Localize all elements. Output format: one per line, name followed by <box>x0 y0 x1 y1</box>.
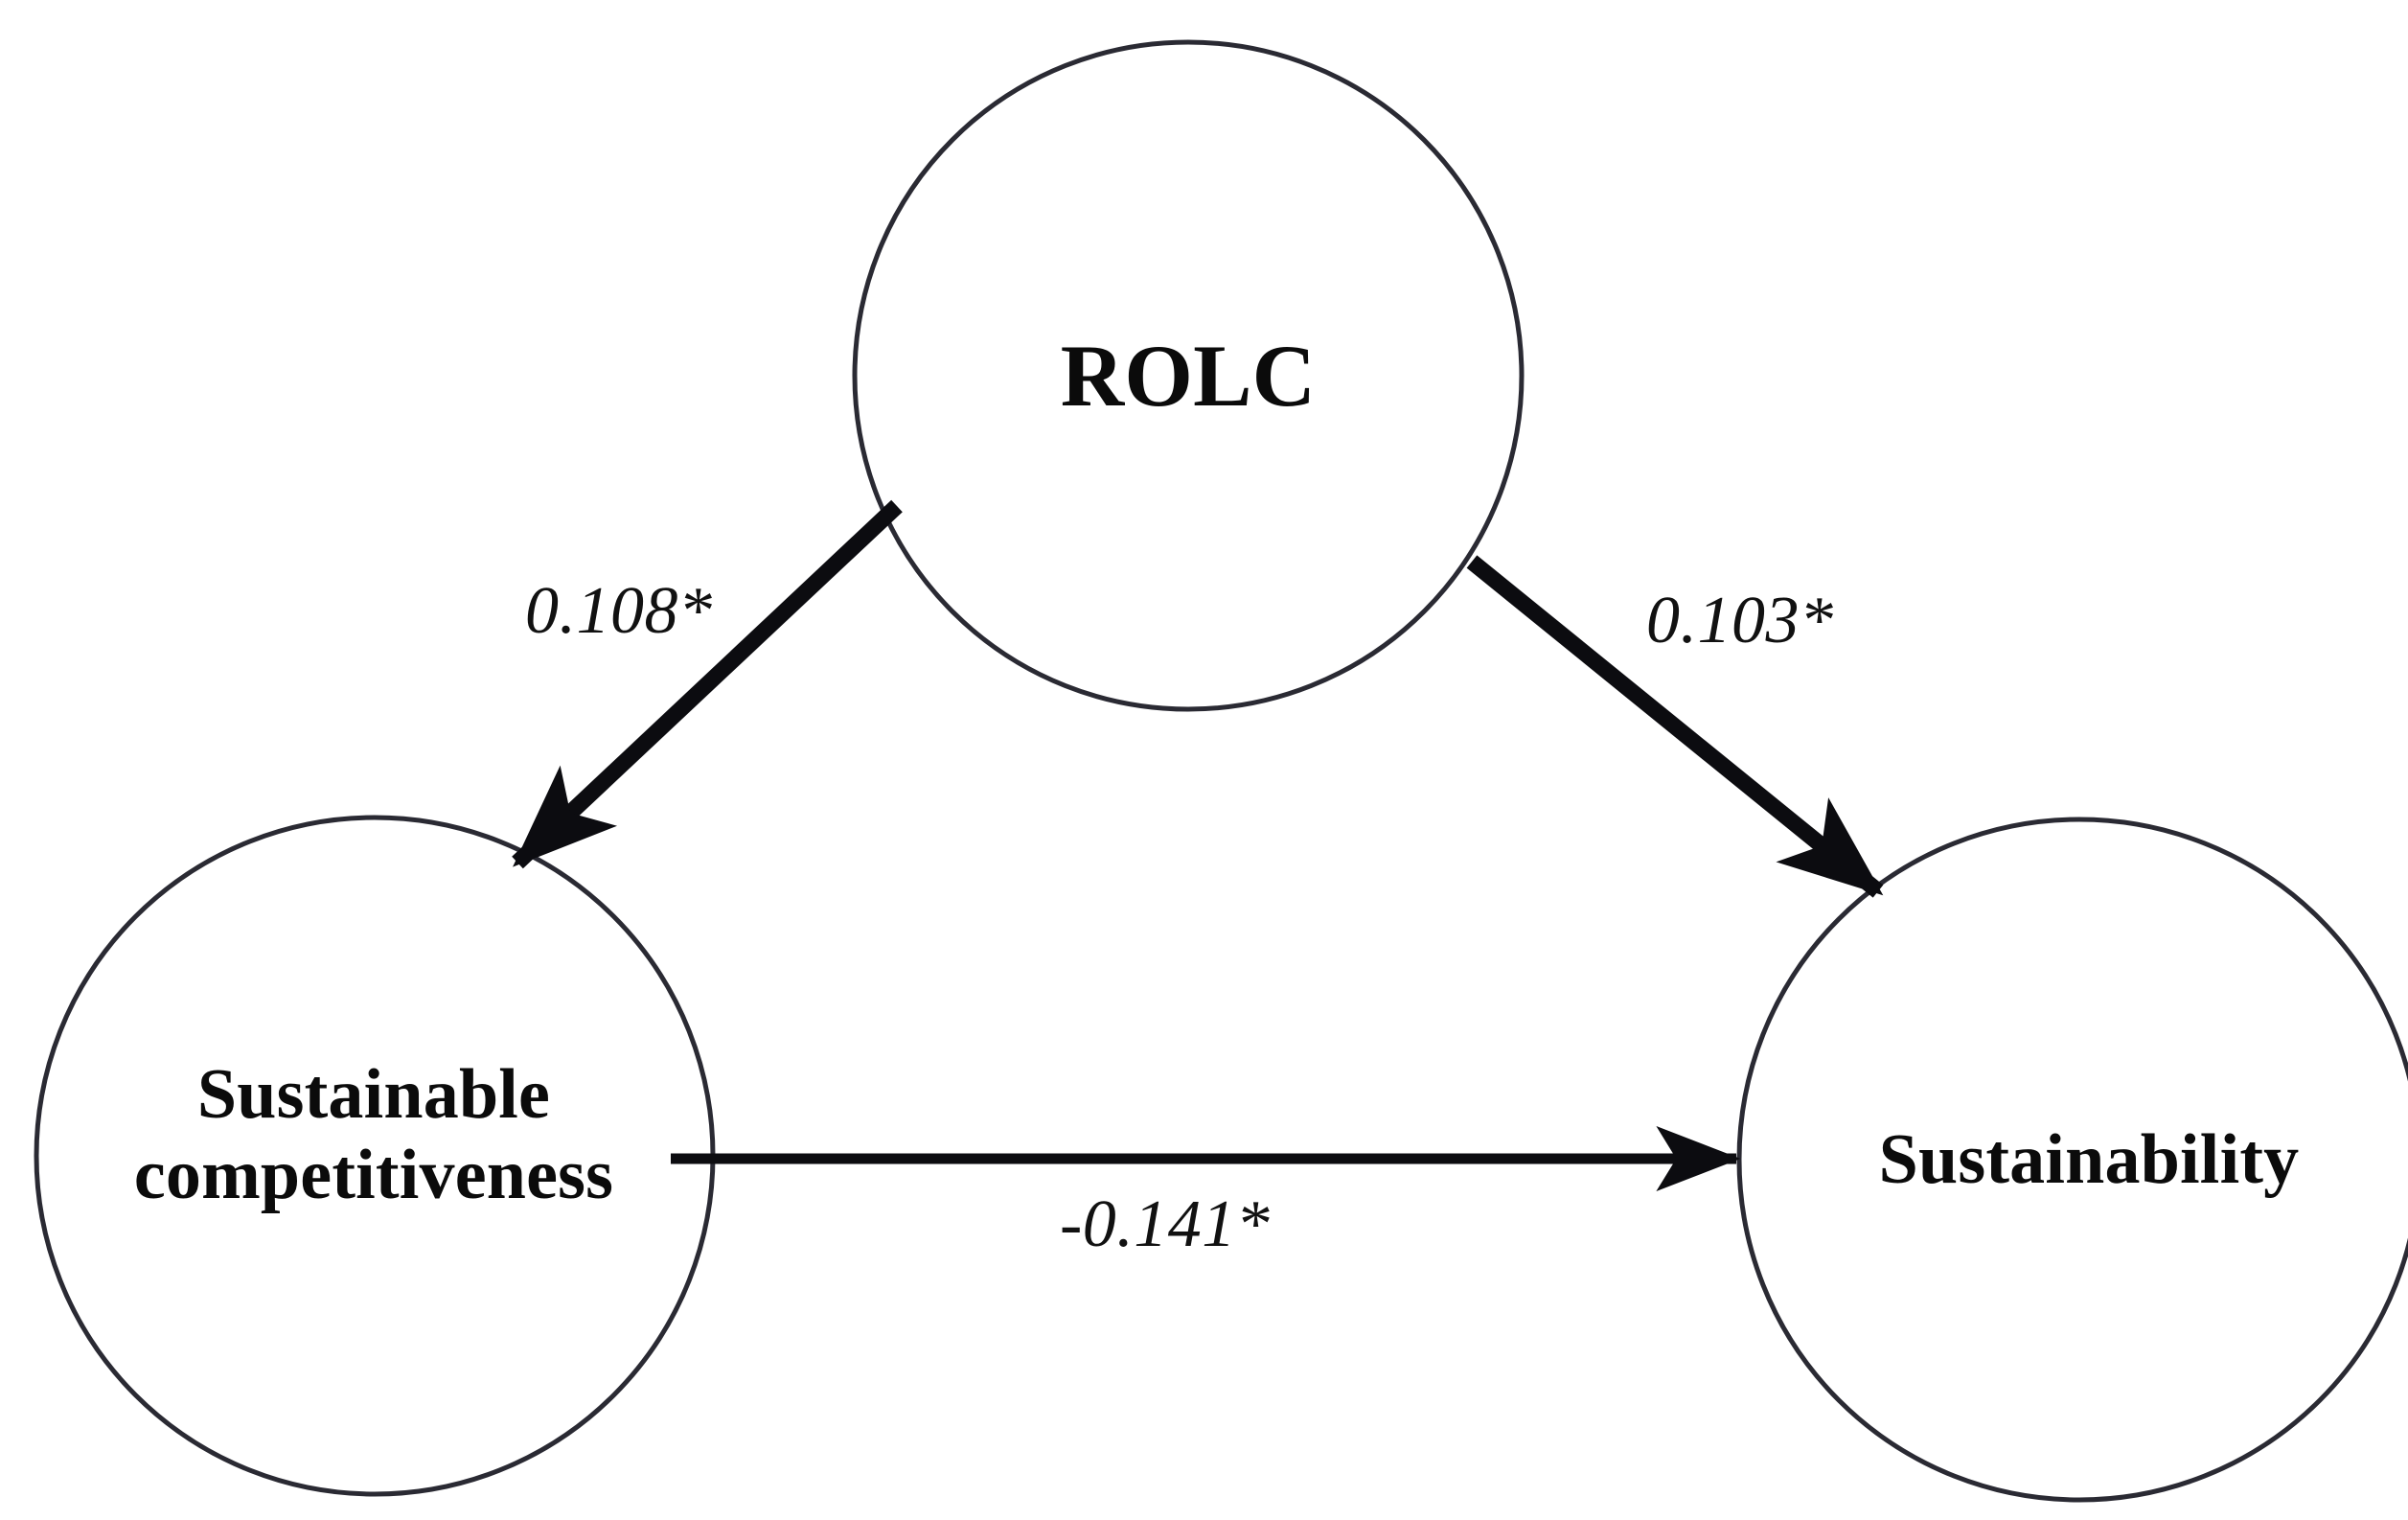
node-label-sustainability: Sustainability <box>1878 1120 2300 1199</box>
node-circle-rolc[interactable] <box>852 39 1525 712</box>
edge-line-rolc-to-sustainable-competitiveness[interactable] <box>512 499 903 869</box>
edge-line-rolc-to-sustainability[interactable] <box>1466 555 1884 898</box>
node-label-line-1: Sustainable <box>196 1055 551 1134</box>
node-label-sustainable-competitiveness: Sustainable competitiveness <box>19 1054 728 1216</box>
edge-label-rolc-to-sustainability: 0.103* <box>1646 584 1834 657</box>
edge-label-rolc-to-sustainable-competitiveness: 0.108* <box>525 574 713 648</box>
edge-label-sustainable-competitiveness-to-sustainability: -0.141* <box>1060 1187 1271 1261</box>
node-label-line-2: competitiveness <box>133 1136 614 1215</box>
node-label-rolc: ROLC <box>1060 327 1317 425</box>
